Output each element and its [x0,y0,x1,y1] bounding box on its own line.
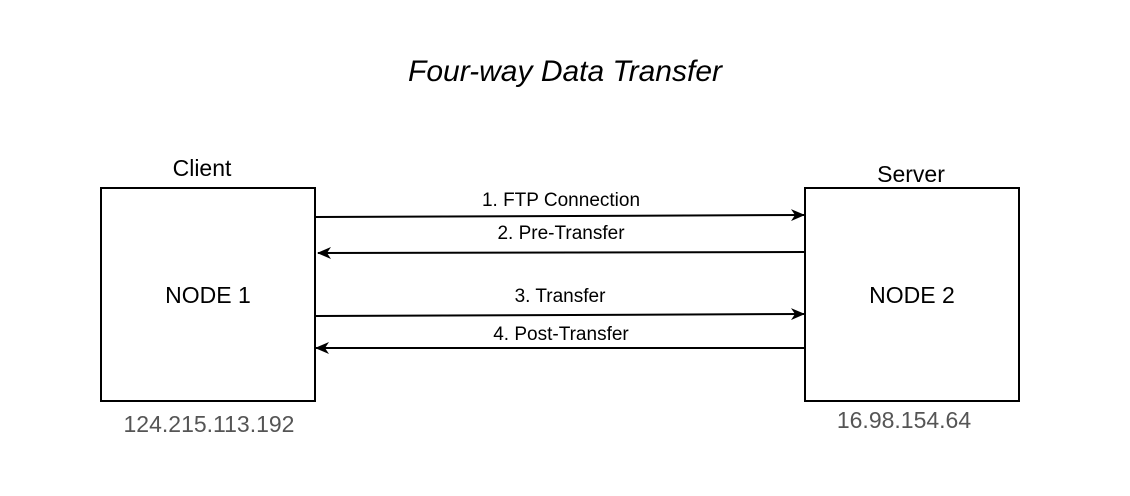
client-node-box: NODE 1 [100,187,316,402]
arrow-3-transfer [315,308,805,321]
server-node-box: NODE 2 [804,187,1020,402]
client-role-label: Client [172,155,232,181]
diagram-title: Four-way Data Transfer [408,55,722,88]
arrow-2-pre-transfer [317,246,805,259]
arrow-3-label: 3. Transfer [514,286,606,307]
arrow-4-label: 4. Post-Transfer [493,324,629,345]
client-node-label: NODE 1 [165,281,251,308]
server-ip-label: 16.98.154.64 [836,407,972,433]
server-node-label: NODE 2 [869,281,955,308]
client-ip-label: 124.215.113.192 [123,411,295,437]
arrow-1-label: 1. FTP Connection [481,190,641,211]
arrow-1-ftp-connection [315,209,805,222]
arrow-2-label: 2. Pre-Transfer [497,223,625,244]
server-role-label: Server [877,161,945,187]
